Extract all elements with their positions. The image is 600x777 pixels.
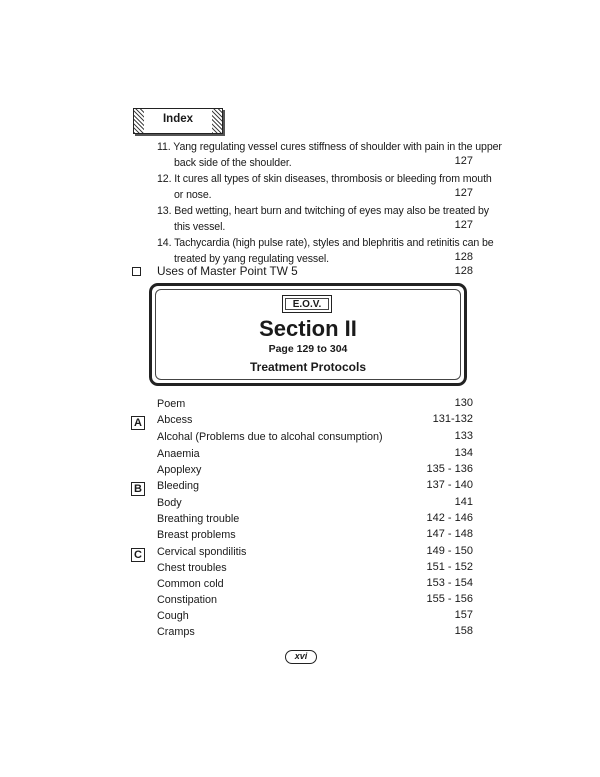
- topic-label: Breast problems: [157, 529, 236, 541]
- entry-14-line-2: treated by yang regulating vessel.: [174, 253, 330, 265]
- index-tab-label: Index: [162, 113, 194, 125]
- topic-page: 142 - 146: [426, 512, 473, 524]
- topic-label: Breathing trouble: [157, 513, 240, 525]
- entry-11-line-2: back side of the shoulder.: [174, 157, 292, 169]
- entry-12-line-1: 12. It cures all types of skin diseases,…: [157, 173, 492, 185]
- topic-label: Anaemia: [157, 448, 200, 460]
- topic-page: 158: [454, 625, 473, 637]
- tab-stripe-right: [212, 109, 222, 133]
- letter-c-box: C: [131, 548, 145, 562]
- page-number-badge: xvi: [285, 650, 317, 664]
- topic-label: Bleeding: [157, 480, 200, 492]
- topic-label: Constipation: [157, 594, 218, 606]
- entry-11-page: 127: [454, 155, 473, 167]
- topic-page: 131-132: [432, 413, 473, 425]
- checkbox-square-icon: [132, 267, 141, 276]
- section-title: Section II: [259, 316, 357, 341]
- index-tab: Index: [133, 108, 223, 134]
- topic-page: 151 - 152: [426, 561, 473, 573]
- entry-13-line-2: this vessel.: [174, 221, 226, 233]
- entry-13-line-1: 13. Bed wetting, heart burn and twitchin…: [157, 205, 490, 217]
- entry-14-page: 128: [454, 251, 473, 263]
- entry-12-page: 127: [454, 187, 473, 199]
- entry-14-line-1: 14. Tachycardia (high pulse rate), style…: [157, 237, 494, 249]
- topic-label: Cramps: [157, 626, 195, 638]
- topic-label: Common cold: [157, 578, 224, 590]
- topic-label: Abcess: [157, 414, 193, 426]
- topic-page: 155 - 156: [426, 593, 473, 605]
- topic-page: 134: [454, 447, 473, 459]
- uses-entry-page: 128: [454, 265, 473, 277]
- topic-page: 135 - 136: [426, 463, 473, 475]
- topic-page: 157: [454, 609, 473, 621]
- topic-page: 137 - 140: [426, 479, 473, 491]
- eov-tag-label: E.O.V.: [285, 298, 329, 310]
- topic-page: 133: [454, 430, 473, 442]
- tab-stripe-left: [134, 109, 144, 133]
- topic-page: 149 - 150: [426, 545, 473, 557]
- topic-label: Poem: [157, 398, 186, 410]
- topic-label: Alcohal (Problems due to alcohal consump…: [157, 431, 383, 443]
- topic-page: 141: [454, 496, 473, 508]
- entry-13-page: 127: [454, 219, 473, 231]
- entry-11-line-1: 11. Yang regulating vessel cures stiffne…: [157, 141, 502, 153]
- section-frame: [149, 283, 467, 386]
- letter-a-box: A: [131, 416, 145, 430]
- uses-entry-label: Uses of Master Point TW 5: [157, 264, 298, 278]
- topic-page: 130: [454, 397, 473, 409]
- section-subtitle: Treatment Protocols: [249, 360, 367, 374]
- entry-12-line-2: or nose.: [174, 189, 212, 201]
- topic-page: 147 - 148: [426, 528, 473, 540]
- eov-tag: E.O.V.: [282, 295, 332, 313]
- topic-label: Chest troubles: [157, 562, 227, 574]
- topic-label: Cough: [157, 610, 189, 622]
- topic-page: 153 - 154: [426, 577, 473, 589]
- section-pages: Page 129 to 304: [268, 343, 348, 355]
- section-frame-inner: [155, 289, 461, 380]
- topic-label: Body: [157, 497, 182, 509]
- letter-b-box: B: [131, 482, 145, 496]
- topic-label: Apoplexy: [157, 464, 202, 476]
- topic-label: Cervical spondilitis: [157, 546, 247, 558]
